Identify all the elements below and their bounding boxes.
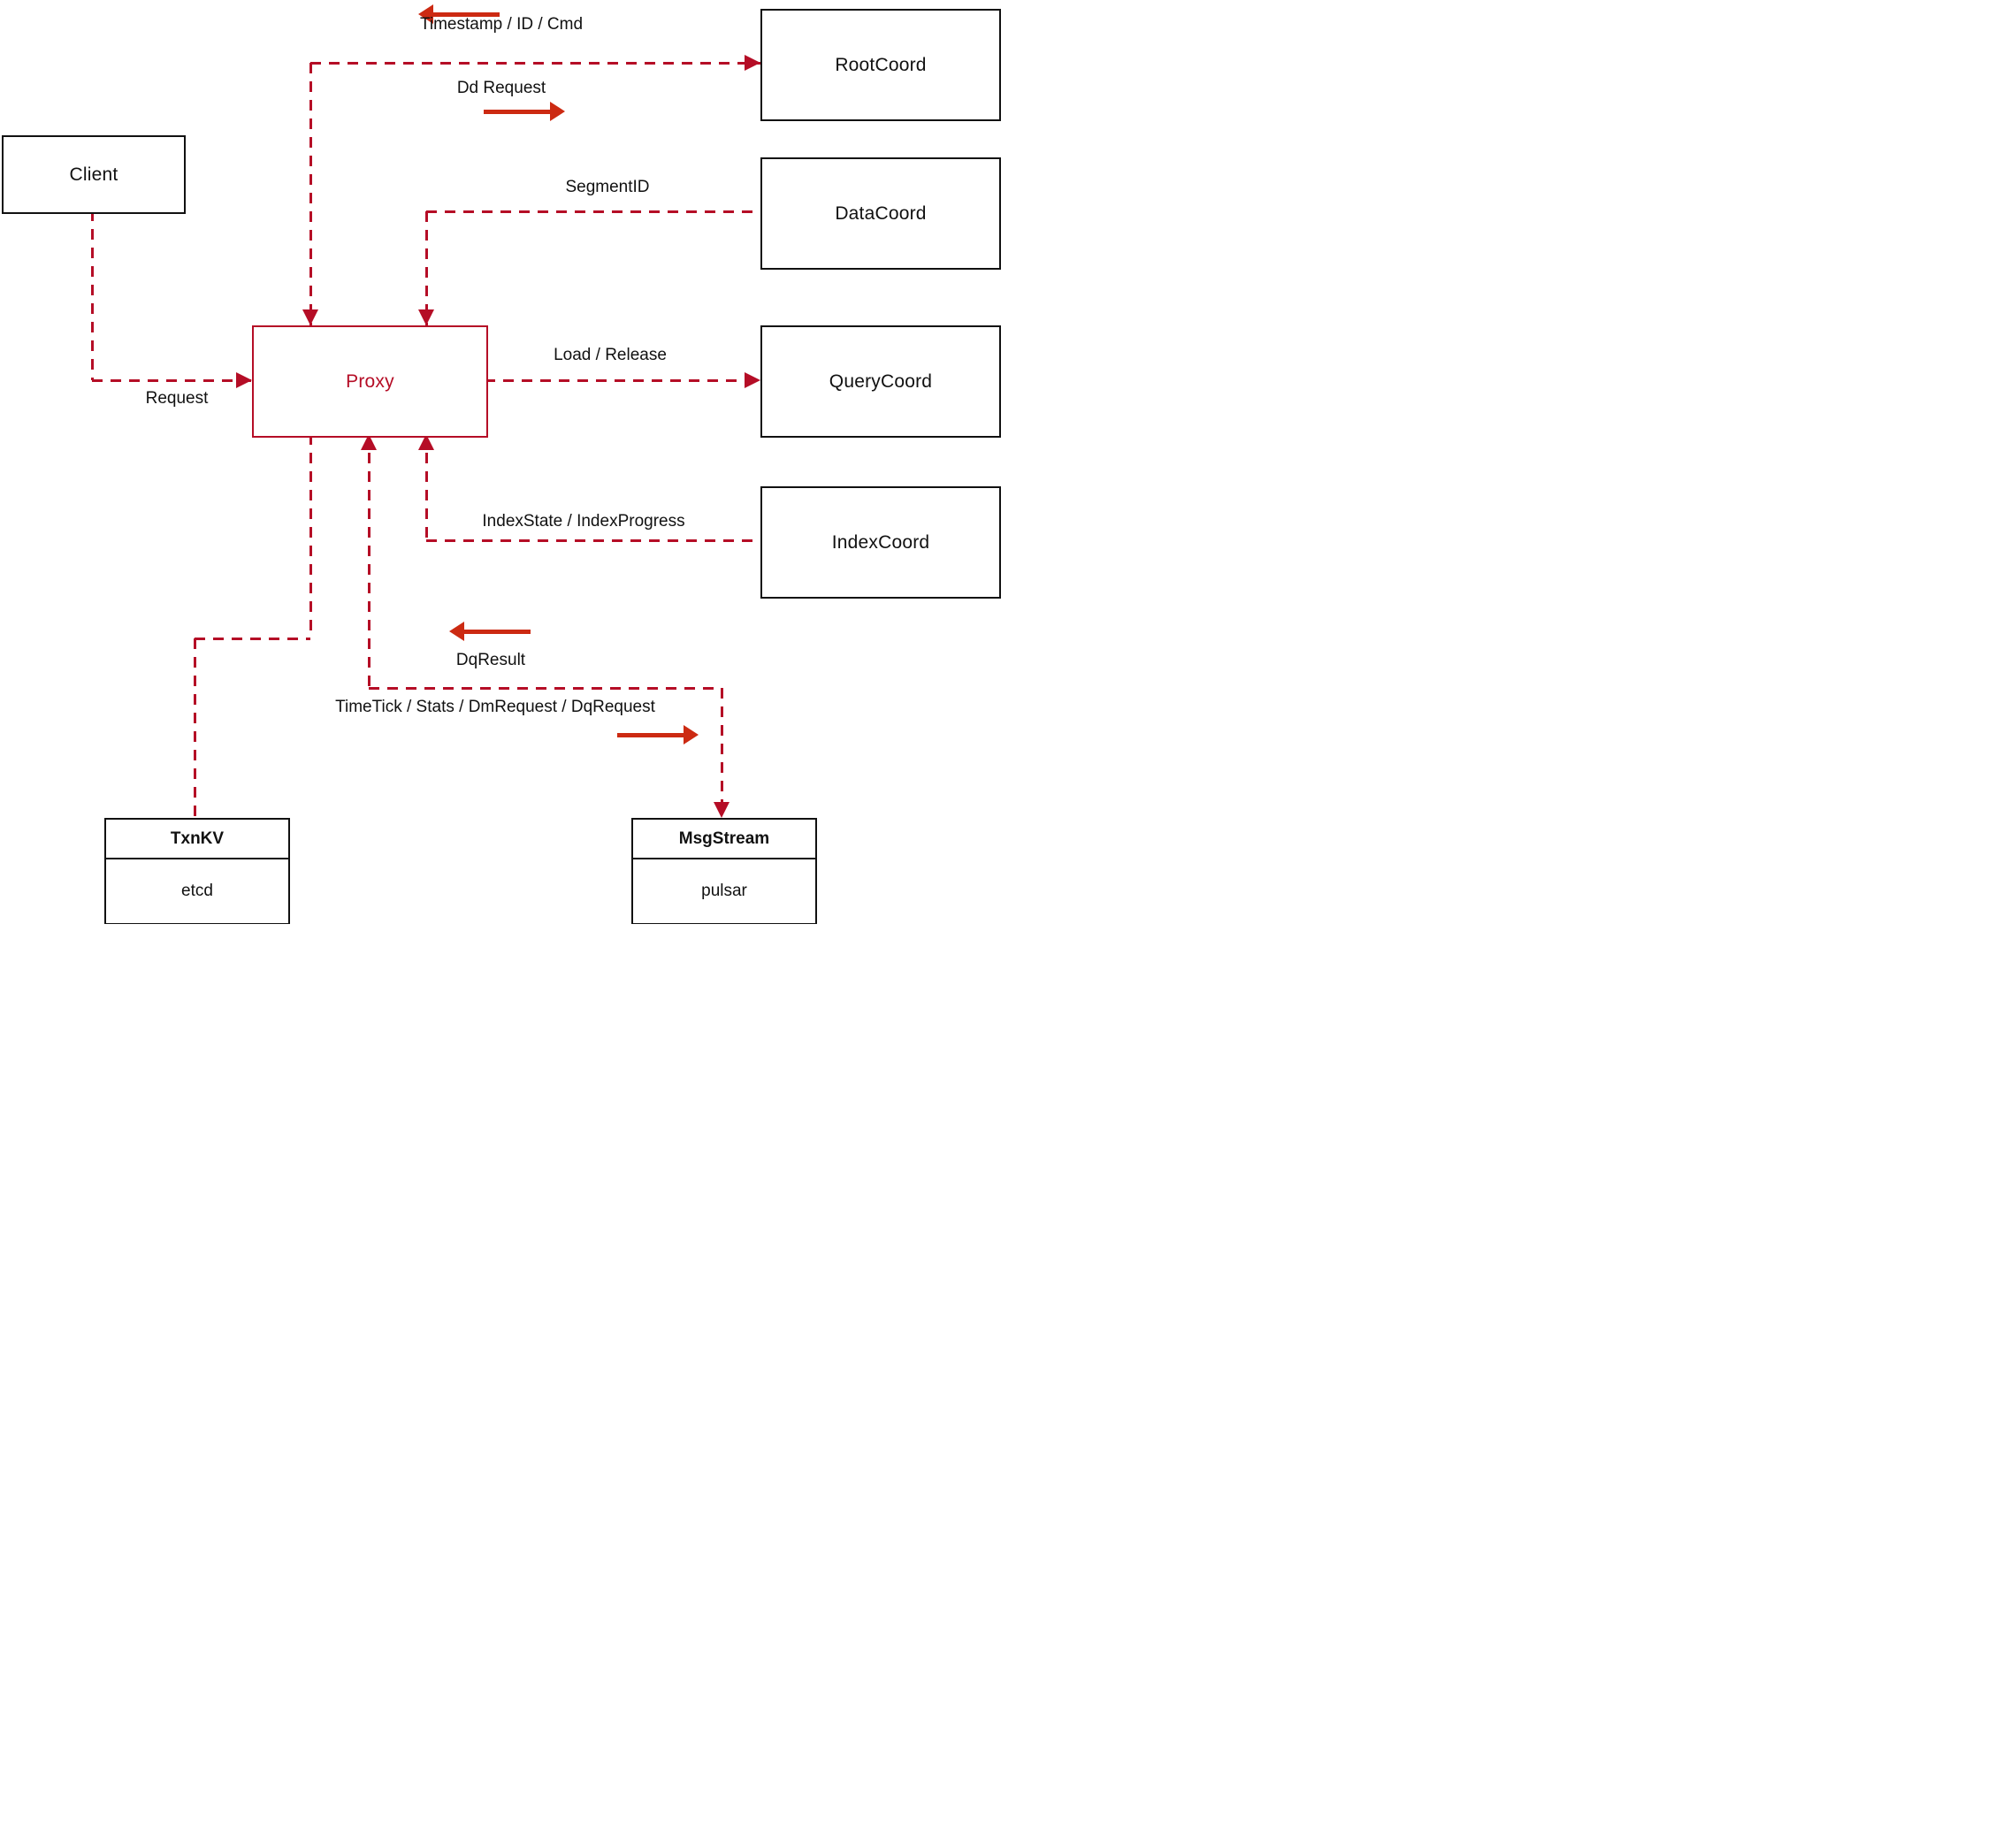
arrowhead-into-proxy-bottom-left (361, 434, 377, 450)
edge-proxy-msgstream-vertical-right (721, 688, 723, 818)
node-datacoord: DataCoord (760, 157, 1001, 270)
node-datacoord-label: DataCoord (835, 202, 927, 224)
edge-client-proxy-horizontal (92, 379, 252, 382)
direction-arrow-left-timestamp (418, 4, 500, 24)
node-proxy-label: Proxy (346, 370, 394, 392)
node-client: Client (2, 135, 186, 214)
node-indexcoord-label: IndexCoord (831, 531, 930, 553)
edge-proxy-txnkv-vertical1 (309, 434, 312, 638)
edge-label-dd-request: Dd Request (456, 79, 546, 97)
node-proxy: Proxy (252, 325, 488, 438)
node-indexcoord: IndexCoord (760, 486, 1001, 599)
node-msgstream-title: MsgStream (633, 820, 815, 859)
node-txnkv-subtitle: etcd (181, 882, 213, 900)
node-querycoord-label: QueryCoord (829, 370, 933, 392)
direction-arrow-left-dqresult (449, 622, 531, 641)
edge-label-load-release: Load / Release (554, 346, 667, 364)
edge-proxy-txnkv-vertical2 (194, 638, 196, 818)
edge-label-timestamp-id-cmd: Timestamp / ID / Cmd (419, 15, 584, 34)
arrowhead-into-proxy-top-right (418, 309, 434, 325)
edge-proxy-txnkv-horizontal (195, 638, 310, 640)
edge-label-request: Request (145, 389, 209, 408)
architecture-diagram: Timestamp / ID / Cmd Dd Request SegmentI… (0, 0, 1004, 924)
edge-indexcoord-proxy-vertical (425, 434, 428, 540)
edge-datacoord-proxy-horizontal (426, 210, 760, 213)
edge-datacoord-proxy-vertical (425, 211, 428, 325)
arrowhead-into-querycoord (745, 372, 760, 388)
arrowhead-into-proxy-top-left (302, 309, 318, 325)
node-txnkv-title: TxnKV (106, 820, 288, 859)
arrowhead-into-proxy-bottom-right (418, 434, 434, 450)
arrow-head (449, 622, 464, 641)
edge-label-segment-id: SegmentID (565, 178, 650, 196)
node-rootcoord: RootCoord (760, 9, 1001, 121)
edge-label-timetick: TimeTick / Stats / DmRequest / DqRequest (335, 698, 655, 716)
edge-proxy-msgstream-vertical-left (368, 434, 370, 688)
edge-proxy-msgstream-horizontal (369, 687, 722, 690)
edge-client-proxy-vertical (91, 210, 94, 380)
arrow-head (550, 102, 565, 121)
node-msgstream-subtitle: pulsar (701, 882, 747, 900)
arrowhead-into-msgstream (714, 802, 730, 818)
node-txnkv: TxnKV etcd (104, 818, 290, 924)
node-querycoord: QueryCoord (760, 325, 1001, 438)
arrow-head (418, 4, 433, 24)
arrowhead-into-proxy-left (236, 372, 252, 388)
edge-proxy-querycoord (485, 379, 760, 382)
node-rootcoord-label: RootCoord (835, 54, 927, 75)
arrow-shaft (484, 110, 552, 114)
arrow-shaft (617, 733, 685, 737)
direction-arrow-right-timetick (617, 725, 699, 745)
edge-indexcoord-proxy-horizontal (426, 539, 760, 542)
edge-proxy-rootcoord-horizontal (310, 62, 760, 65)
node-client-label: Client (69, 164, 118, 185)
edge-label-dq-result: DqResult (455, 651, 526, 669)
edge-proxy-rootcoord-vertical (309, 63, 312, 325)
arrowhead-into-rootcoord (745, 55, 760, 71)
edge-label-index-state: IndexState / IndexProgress (482, 512, 685, 531)
node-msgstream: MsgStream pulsar (631, 818, 817, 924)
arrow-head (684, 725, 699, 745)
arrow-shaft (462, 630, 531, 634)
direction-arrow-right-dd-request (484, 102, 565, 121)
arrow-shaft (432, 12, 500, 17)
